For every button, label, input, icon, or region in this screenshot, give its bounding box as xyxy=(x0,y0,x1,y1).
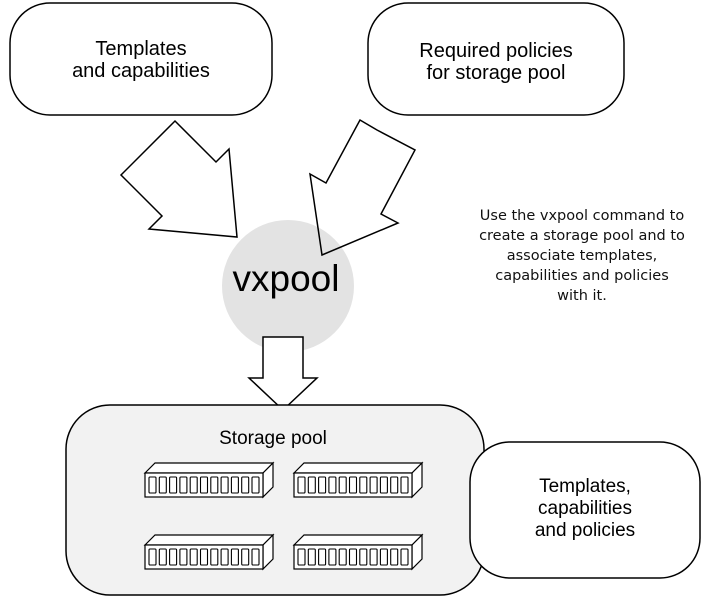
drive-slot xyxy=(400,476,409,494)
note-line: with it. xyxy=(557,288,607,304)
disk-array-icon xyxy=(143,461,275,499)
box-text-line: Required policies xyxy=(419,40,573,62)
drive-slot xyxy=(241,476,250,494)
drive-slot xyxy=(379,548,388,566)
note-line: create a storage pool and to xyxy=(479,228,685,244)
drive-slot xyxy=(210,476,219,494)
drive-slot xyxy=(338,476,347,494)
disk-array-icon xyxy=(292,533,424,571)
drive-slot xyxy=(169,548,178,566)
drive-slot xyxy=(199,548,209,566)
required-policies-box-text: Required policies for storage pool xyxy=(368,40,624,84)
disk-array-icon xyxy=(292,461,424,499)
drive-slot xyxy=(307,476,316,494)
drive-slot xyxy=(220,476,229,494)
templates-capabilities-box-text: Templates and capabilities xyxy=(10,38,272,82)
drive-slot xyxy=(348,548,358,566)
drive-slot xyxy=(251,548,260,566)
right-input-arrow xyxy=(309,118,417,257)
box-text-line: and capabilities xyxy=(72,60,210,82)
drive-slot xyxy=(230,476,239,494)
drive-slot xyxy=(169,476,178,494)
drive-slot xyxy=(148,548,157,566)
drive-slot xyxy=(328,548,337,566)
box-text-line: Templates, xyxy=(539,476,631,497)
drive-slot xyxy=(307,548,316,566)
templates-capabilities-policies-text: Templates, capabilities and policies xyxy=(470,476,700,542)
drive-slot xyxy=(390,548,399,566)
drive-slot xyxy=(189,476,198,494)
drive-slot xyxy=(179,476,188,494)
drive-slot xyxy=(230,548,239,566)
templates-capabilities-box xyxy=(9,2,273,116)
drive-slot xyxy=(359,548,368,566)
note-line: associate templates, xyxy=(506,248,658,264)
drive-slot xyxy=(189,548,198,566)
drive-slot xyxy=(179,548,188,566)
drive-slot xyxy=(359,476,368,494)
drive-slot xyxy=(390,476,399,494)
drive-slot xyxy=(241,548,250,566)
drive-slot xyxy=(369,476,378,494)
description-note: Use the vxpool command to create a stora… xyxy=(452,206,712,306)
drive-slot xyxy=(210,548,219,566)
left-input-arrow xyxy=(119,119,238,238)
drive-slot xyxy=(318,476,327,494)
box-text-line: capabilities xyxy=(538,498,632,519)
drive-slot xyxy=(297,548,306,566)
drive-slot xyxy=(199,476,209,494)
drive-slot xyxy=(251,476,260,494)
down-arrow xyxy=(247,336,319,412)
drive-slot xyxy=(400,548,409,566)
box-text-line: and policies xyxy=(534,520,636,541)
box-text-line: Templates xyxy=(95,38,187,60)
drive-slot xyxy=(318,548,327,566)
vxpool-label: vxpool xyxy=(232,258,340,299)
note-line: Use the vxpool command to xyxy=(479,208,685,224)
drive-slot xyxy=(158,476,167,494)
disk-array-group xyxy=(143,461,424,571)
box-text-line: for storage pool xyxy=(426,62,566,84)
drive-slot xyxy=(297,476,306,494)
drive-slot xyxy=(158,548,167,566)
note-line: capabilities and policies xyxy=(495,268,669,284)
drive-slot xyxy=(220,548,229,566)
required-policies-box xyxy=(367,2,625,116)
templates-capabilities-policies-box xyxy=(469,441,701,579)
storage-pool-label: Storage pool xyxy=(219,428,327,449)
drive-slot xyxy=(338,548,347,566)
drive-slot xyxy=(369,548,378,566)
drive-slot xyxy=(148,476,157,494)
drive-slot xyxy=(379,476,388,494)
disk-array-icon xyxy=(143,533,275,571)
drive-slot xyxy=(348,476,358,494)
drive-slot xyxy=(328,476,337,494)
